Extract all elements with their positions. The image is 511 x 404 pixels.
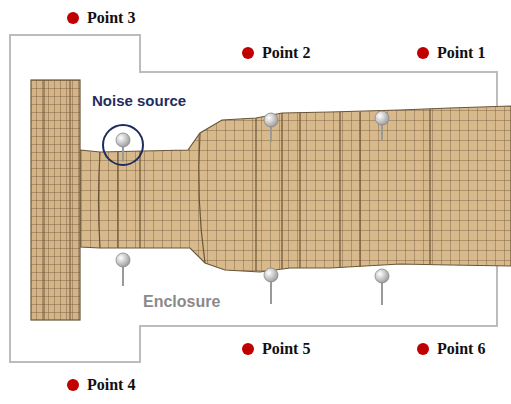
flywheel-lines: [44, 80, 70, 320]
noise-source-ring: [103, 125, 143, 165]
point-label: Point 1: [437, 45, 485, 61]
source-label: Noise source: [92, 93, 186, 108]
measurement-dots: [67, 12, 429, 391]
point-label: Point 4: [87, 377, 135, 393]
point-label: Point 5: [262, 341, 310, 357]
flywheel-mesh: [31, 80, 80, 320]
point-label: Point 3: [87, 10, 135, 26]
point-label: Point 6: [437, 341, 485, 357]
shaft-collars: [99, 109, 431, 271]
shaft-mesh: [80, 106, 511, 272]
point-label: Point 2: [262, 45, 310, 61]
microphones: [116, 111, 389, 305]
enclosure-label: Enclosure: [143, 294, 220, 310]
